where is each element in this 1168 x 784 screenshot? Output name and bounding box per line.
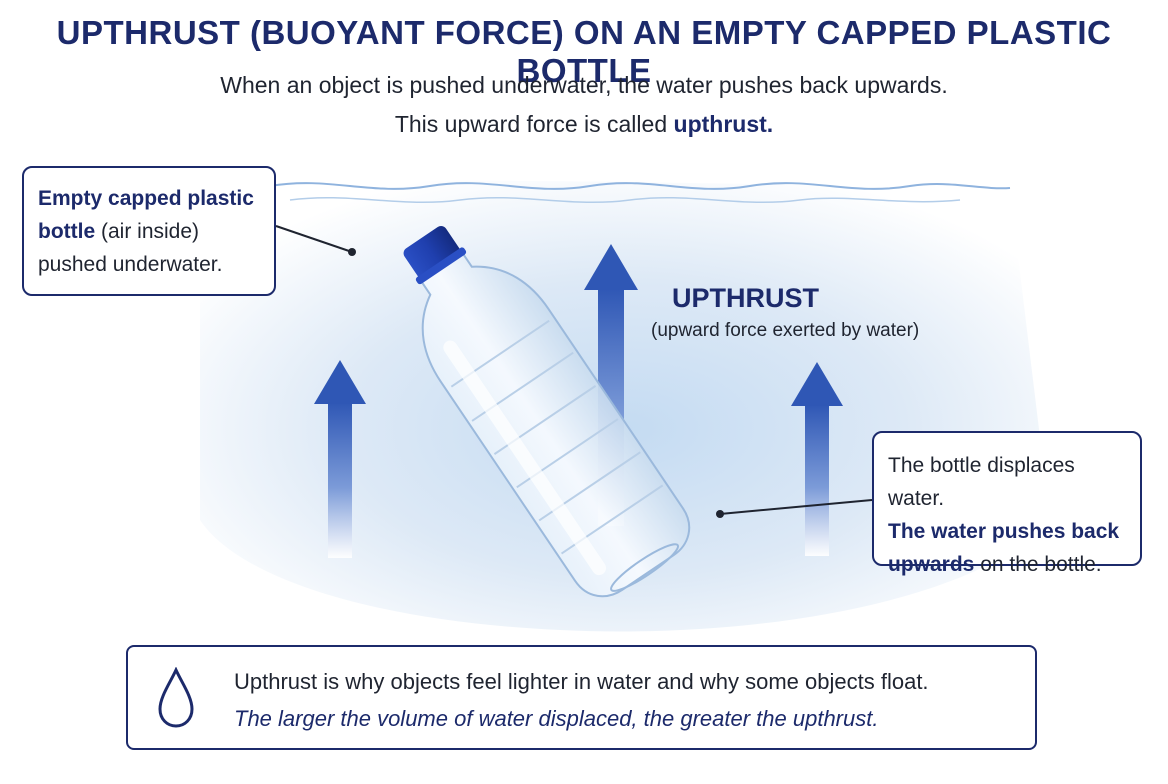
water-drop-icon — [158, 667, 194, 728]
water-surface — [269, 182, 1011, 190]
summary-line-2: The larger the volume of water displaced… — [234, 706, 879, 731]
subtitle-line-2: This upward force is called upthrust. — [0, 111, 1168, 138]
plastic-bottle — [403, 225, 691, 598]
callout-bottle-bold: Empty capped plastic bottle — [38, 187, 254, 243]
upthrust-label: UPTHRUST — [672, 283, 819, 313]
leader-line-displace — [719, 499, 873, 515]
subtitle-prefix: This upward force is called — [394, 111, 674, 137]
page-title: UPTHRUST (BUOYANT FORCE) ON AN EMPTY CAP… — [56, 14, 1112, 89]
summary-box: Upthrust is why objects feel lighter in … — [126, 645, 1037, 750]
water-body — [200, 180, 1050, 632]
callout-displace: The bottle displaces water. The water pus… — [872, 431, 1142, 576]
leader-line-bottle — [275, 225, 353, 253]
callout-displace-bold: The water pushes back upwards — [888, 520, 1120, 576]
subtitle-line-1: When an object is pushed underwater, the… — [220, 72, 948, 98]
callout-displace-text: on the bottle. — [974, 553, 1102, 576]
callout-bottle: Empty capped plastic bottle (air inside)… — [22, 166, 276, 296]
upthrust-arrow-left — [314, 360, 366, 558]
subtitle-term: upthrust. — [673, 111, 774, 137]
callout-bottle-text: (air inside) pushed underwater. — [38, 220, 223, 276]
upthrust-arrow-right — [791, 362, 843, 556]
upthrust-note: (upward force exerted by water) — [651, 320, 920, 341]
summary-line-1: Upthrust is why objects feel lighter in … — [234, 669, 929, 694]
callout-displace-line1: The bottle displaces water. — [888, 454, 1075, 510]
